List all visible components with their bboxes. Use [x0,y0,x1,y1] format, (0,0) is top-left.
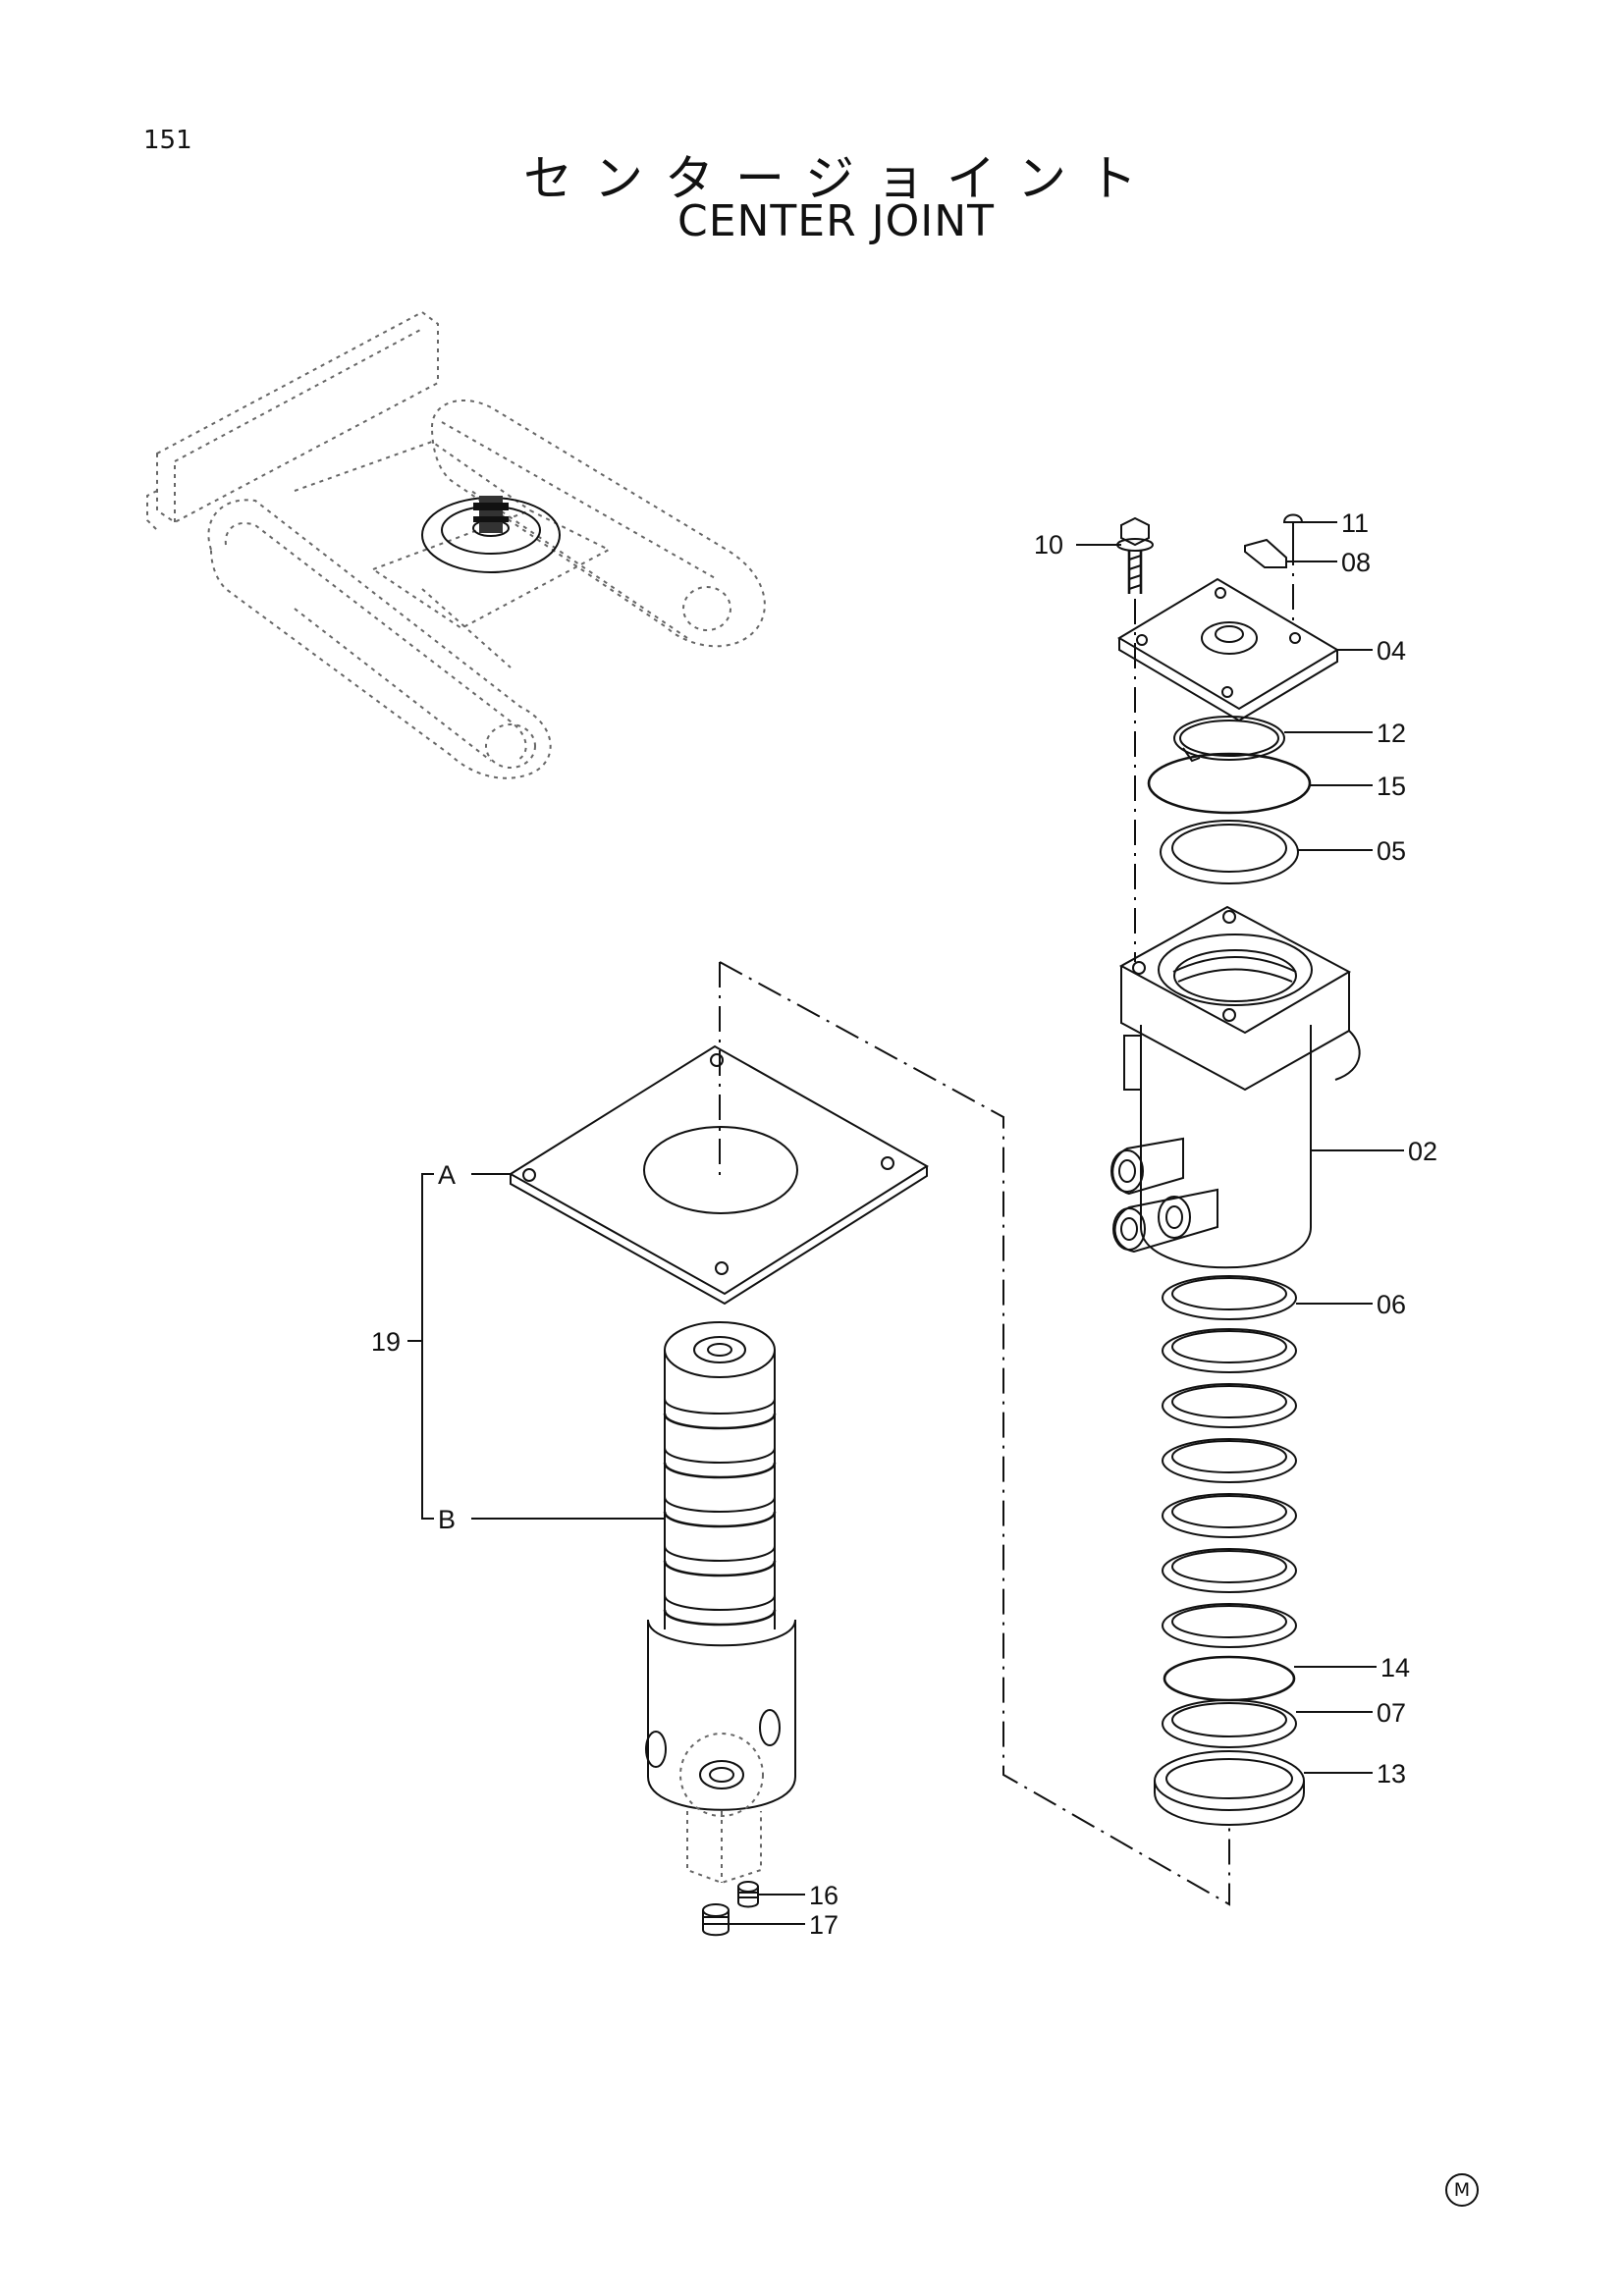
callout-13: 13 [1377,1759,1406,1789]
corner-m-mark: M [1445,2173,1479,2207]
callout-17: 17 [809,1910,839,1940]
plug-17 [702,1903,730,1937]
ring-13 [1154,1750,1305,1826]
body-02 [1110,905,1361,1269]
ring-05 [1160,820,1299,884]
swing-ring [421,496,561,573]
callout-A: A [438,1160,456,1190]
cover-04 [1117,577,1339,722]
plug-16 [737,1881,759,1908]
seal-ring-stack-06 [1162,1275,1297,1648]
callout-B: B [438,1505,456,1534]
callout-08: 08 [1341,548,1371,577]
bolt-11 [1282,513,1304,540]
callout-16: 16 [809,1881,839,1910]
plate-A [509,1044,929,1306]
callout-14: 14 [1380,1653,1410,1682]
callout-10: 10 [1034,530,1063,560]
spindle-B [645,1321,796,1885]
callout-04: 04 [1377,636,1406,666]
callout-11: 11 [1341,508,1369,538]
callout-02: 02 [1408,1137,1437,1166]
title-japanese: センタージョイント [523,150,1159,207]
o-ring-15 [1147,752,1312,815]
ring-07 [1162,1699,1297,1748]
snap-ring-12 [1173,716,1285,763]
callout-15: 15 [1377,772,1406,801]
bolt-10 [1116,516,1154,594]
centerline-left-assembly [719,961,1230,1906]
callout-07: 07 [1377,1698,1406,1728]
callout-06: 06 [1377,1290,1406,1319]
leader-lines [407,521,1404,1925]
o-ring-14 [1163,1655,1296,1702]
callout-12: 12 [1377,719,1406,748]
callout-19: 19 [371,1327,401,1357]
page-number: 151 [143,126,192,155]
machine-overview-illustration [146,310,766,779]
title-english: CENTER JOINT [676,196,996,246]
plate-08 [1244,538,1287,568]
callout-05: 05 [1377,836,1406,866]
